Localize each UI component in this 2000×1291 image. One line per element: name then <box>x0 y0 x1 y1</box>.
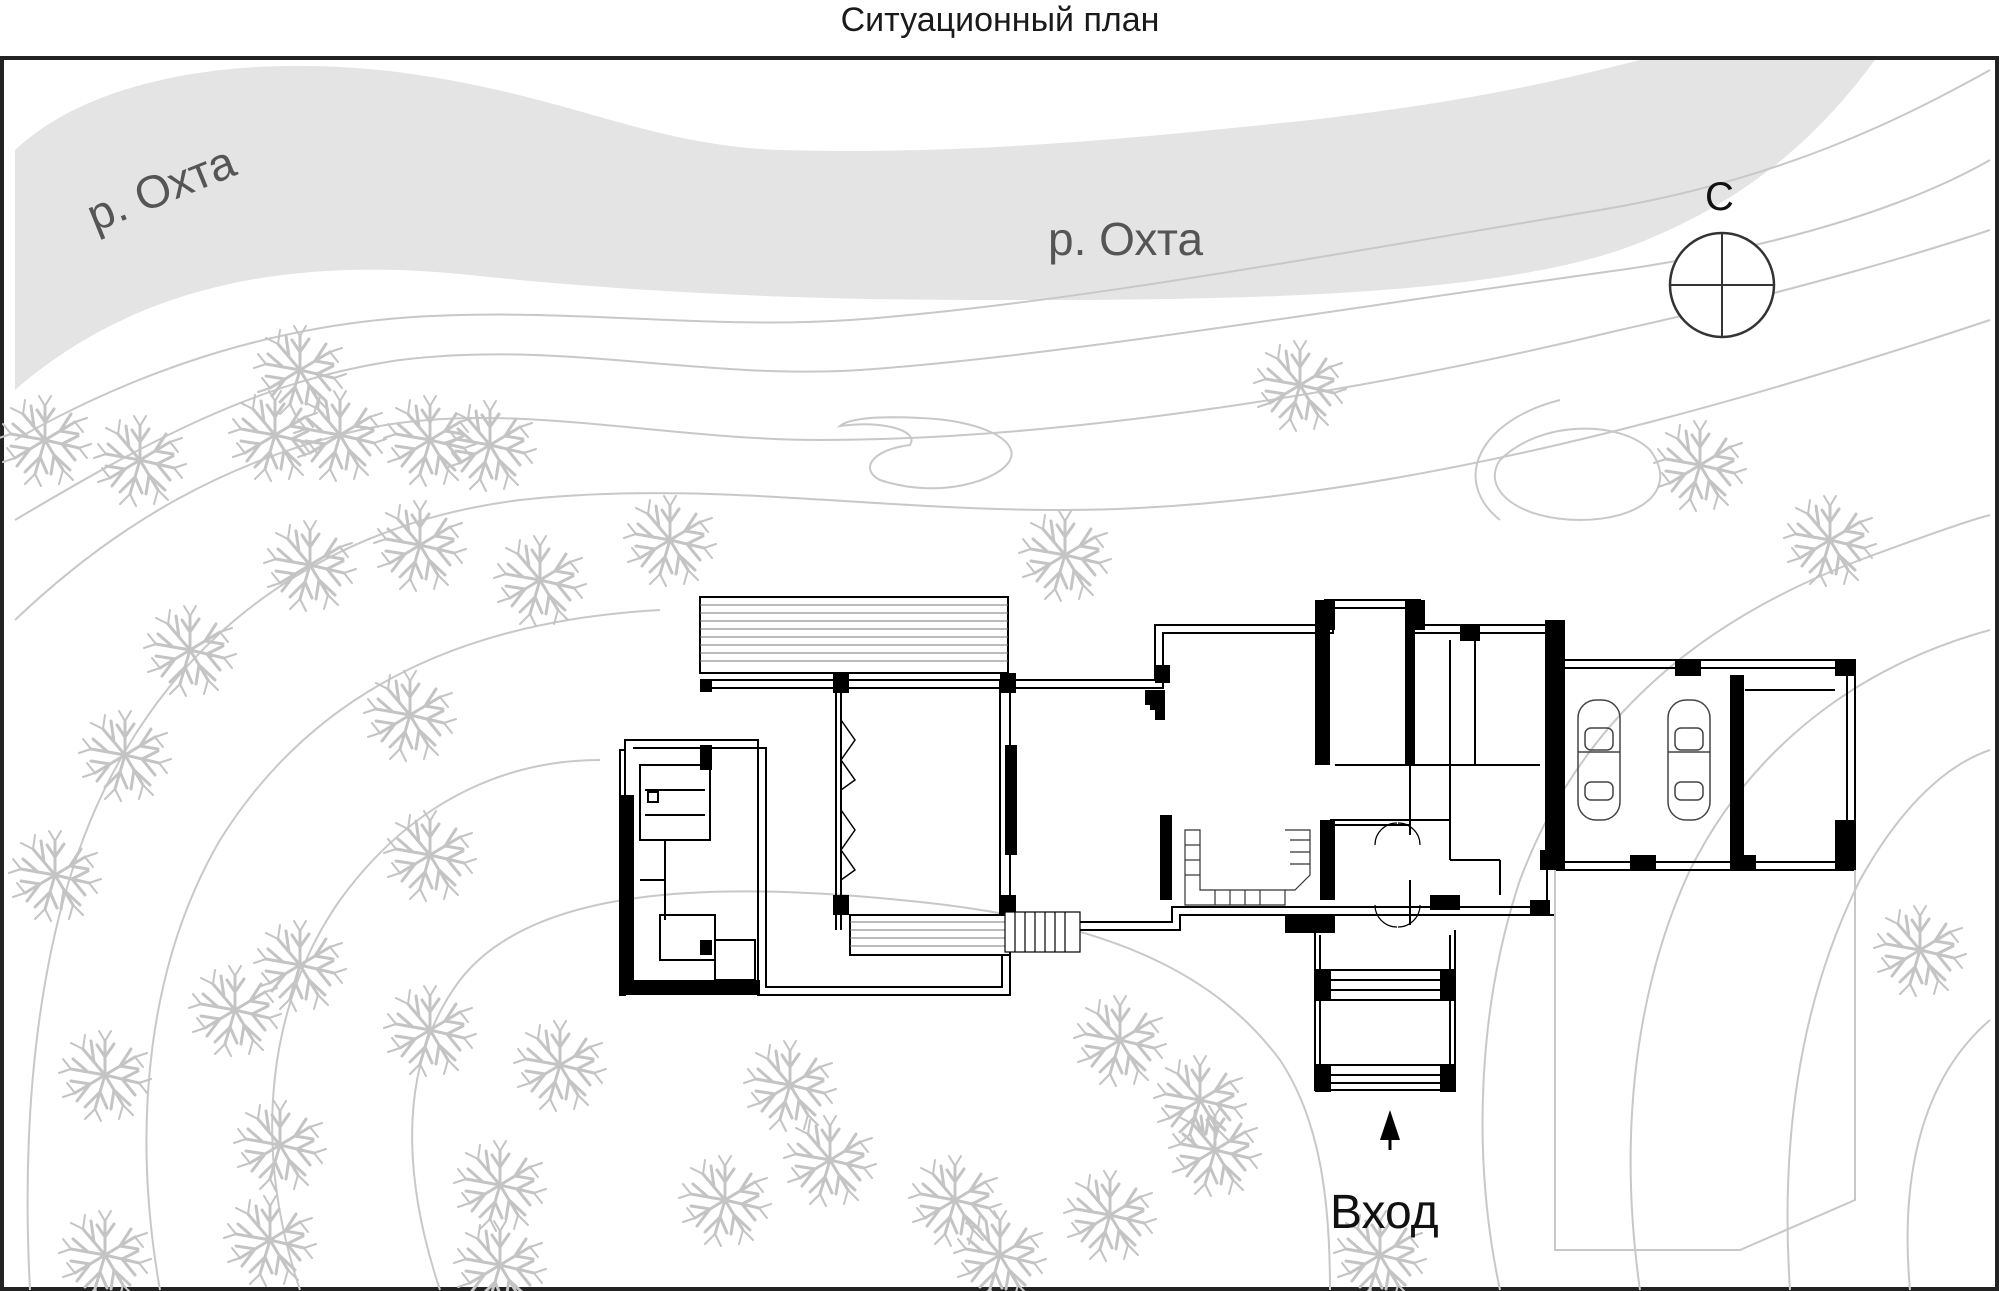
river-label-center: р. Охта <box>1048 213 1203 265</box>
drawing-frame <box>0 56 1999 1291</box>
lower-terrace <box>849 914 1011 956</box>
upper-terrace <box>699 596 1009 674</box>
entrance-label: Вход <box>1330 1186 1439 1239</box>
river-ohta <box>15 60 1875 390</box>
north-label: С <box>1705 175 1734 219</box>
entrance-arrow: Вход <box>1330 1110 1439 1239</box>
garage-cars <box>1577 699 1711 821</box>
north-arrow: С <box>1668 175 1776 339</box>
trees <box>0 324 1968 1291</box>
plan-title: Ситуационный план <box>840 1 1160 39</box>
house-plan <box>619 596 1856 1251</box>
